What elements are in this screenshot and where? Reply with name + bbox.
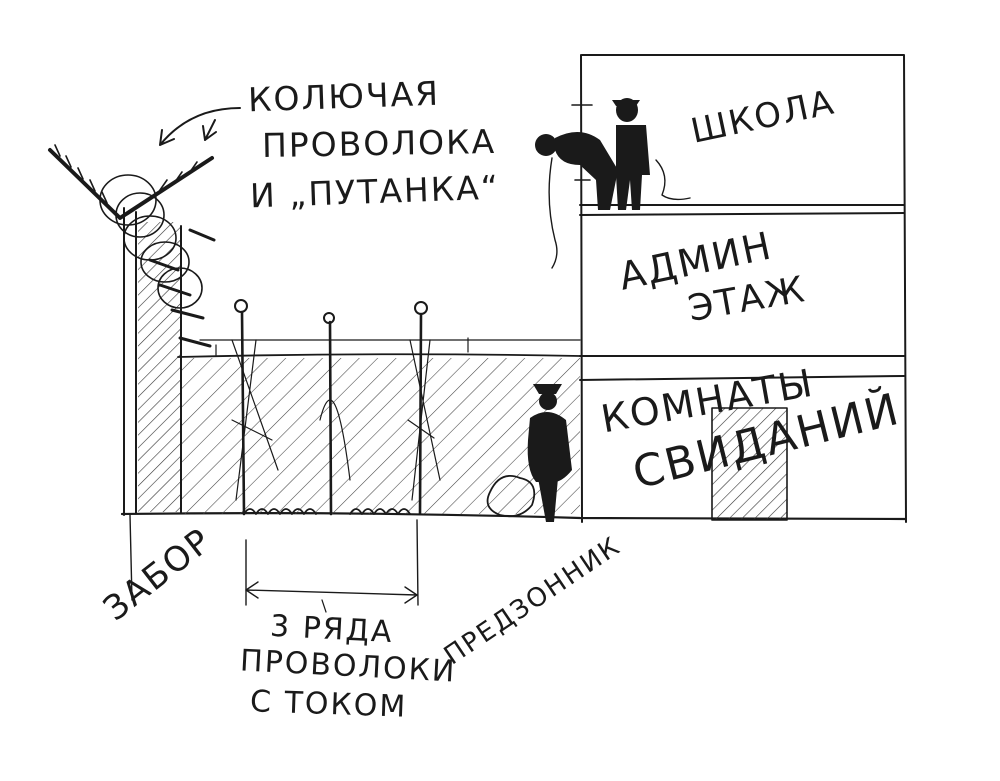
hatched-zone [177,337,581,514]
electric-wires-label-line3: С ТОКОМ [249,684,408,725]
school-figures [535,98,691,269]
barbed-wire-label-line1: КОЛЮЧАЯ [247,73,441,120]
wire-post-1 [231,299,279,516]
annotation-lines [129,514,419,613]
wire-post-2 [319,312,351,516]
visiting-room-door [711,407,788,521]
barbed-wire-coil [48,144,216,348]
fence-wall [123,207,182,516]
barbed-wire-label-line2: ПРОВОЛОКА [261,121,497,166]
barbed-wire-label-line3: И „ПУТАНКА“ [249,167,501,216]
electric-wire-posts [231,299,441,516]
wire-post-3 [407,301,441,516]
ground-coils [243,508,411,515]
barbed-wire-arrows [159,107,241,146]
guard-figure [486,384,572,522]
electric-wires-label-line1: 3 РЯДА [269,608,395,651]
